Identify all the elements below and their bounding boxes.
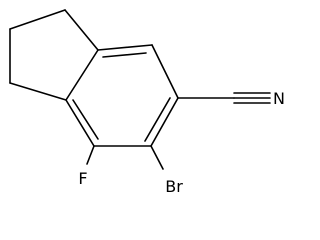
bond-c7-f [86, 145, 95, 165]
bond-c3-c3a [64, 9, 99, 51]
bond-c7-c7a [65, 99, 95, 147]
bond-c3a-c4 [97, 44, 153, 51]
bond-c5-c6 [150, 97, 179, 147]
nitrogen-label: N [273, 89, 285, 108]
bond-c5-c6-double [144, 97, 171, 142]
bromine-label: Br [165, 177, 183, 196]
bond-c2-c3 [9, 9, 66, 30]
fluorine-label: F [78, 169, 87, 188]
bond-c6-br [150, 145, 164, 170]
bond-c7a-c1 [9, 82, 67, 101]
molecule-diagram: N Br F [9, 9, 285, 196]
bond-c4-c5 [151, 44, 179, 99]
bond-c3a-c7a [65, 49, 99, 101]
bond-c4-c4-double [102, 52, 147, 58]
bond-c7-c7a-double [72, 99, 99, 140]
